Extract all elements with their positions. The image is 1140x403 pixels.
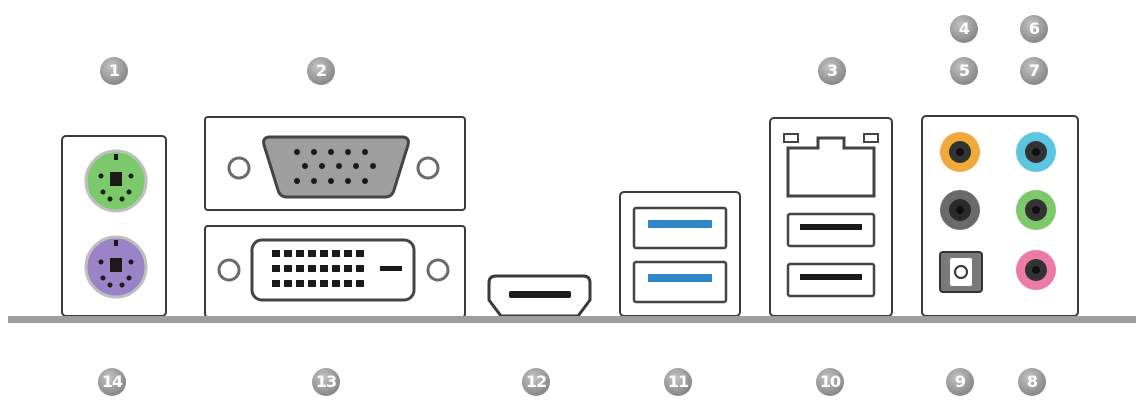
badge-6: 6 [1020, 15, 1048, 43]
usb3-port-bottom[interactable] [632, 260, 728, 304]
badge-1: 1 [100, 57, 128, 85]
audio-jack-pink[interactable] [1016, 250, 1056, 290]
badge-11: 11 [664, 368, 692, 396]
badge-7: 7 [1020, 57, 1048, 85]
lan-port[interactable] [783, 133, 879, 198]
audio-jack-orange[interactable] [940, 132, 980, 172]
badge-4: 4 [950, 15, 978, 43]
ps2-mouse-port[interactable] [84, 149, 148, 213]
audio-port-group [921, 115, 1079, 317]
hdmi-port[interactable] [487, 274, 592, 318]
optical-spdif-port[interactable] [939, 251, 983, 293]
badge-2: 2 [307, 57, 335, 85]
audio-jack-green[interactable] [1016, 190, 1056, 230]
badge-14: 14 [98, 368, 126, 396]
audio-jack-black[interactable] [940, 190, 980, 230]
badge-10: 10 [816, 368, 844, 396]
badge-12: 12 [522, 368, 550, 396]
vga-port[interactable] [204, 116, 466, 211]
usb-port-lower[interactable] [786, 262, 876, 298]
ps2-port-group [61, 135, 167, 317]
badge-13: 13 [312, 368, 340, 396]
badge-8: 8 [1018, 368, 1046, 396]
badge-3: 3 [818, 57, 846, 85]
audio-jack-blue[interactable] [1016, 132, 1056, 172]
panel-baseline [8, 316, 1136, 323]
ps2-keyboard-port[interactable] [84, 235, 148, 299]
usb-port-upper[interactable] [786, 212, 876, 248]
dvi-port[interactable] [204, 225, 466, 318]
lan-usb-stack [769, 117, 893, 317]
badge-5: 5 [950, 57, 978, 85]
usb3-port-pair [619, 191, 741, 317]
usb3-port-top[interactable] [632, 206, 728, 250]
badge-9: 9 [946, 368, 974, 396]
